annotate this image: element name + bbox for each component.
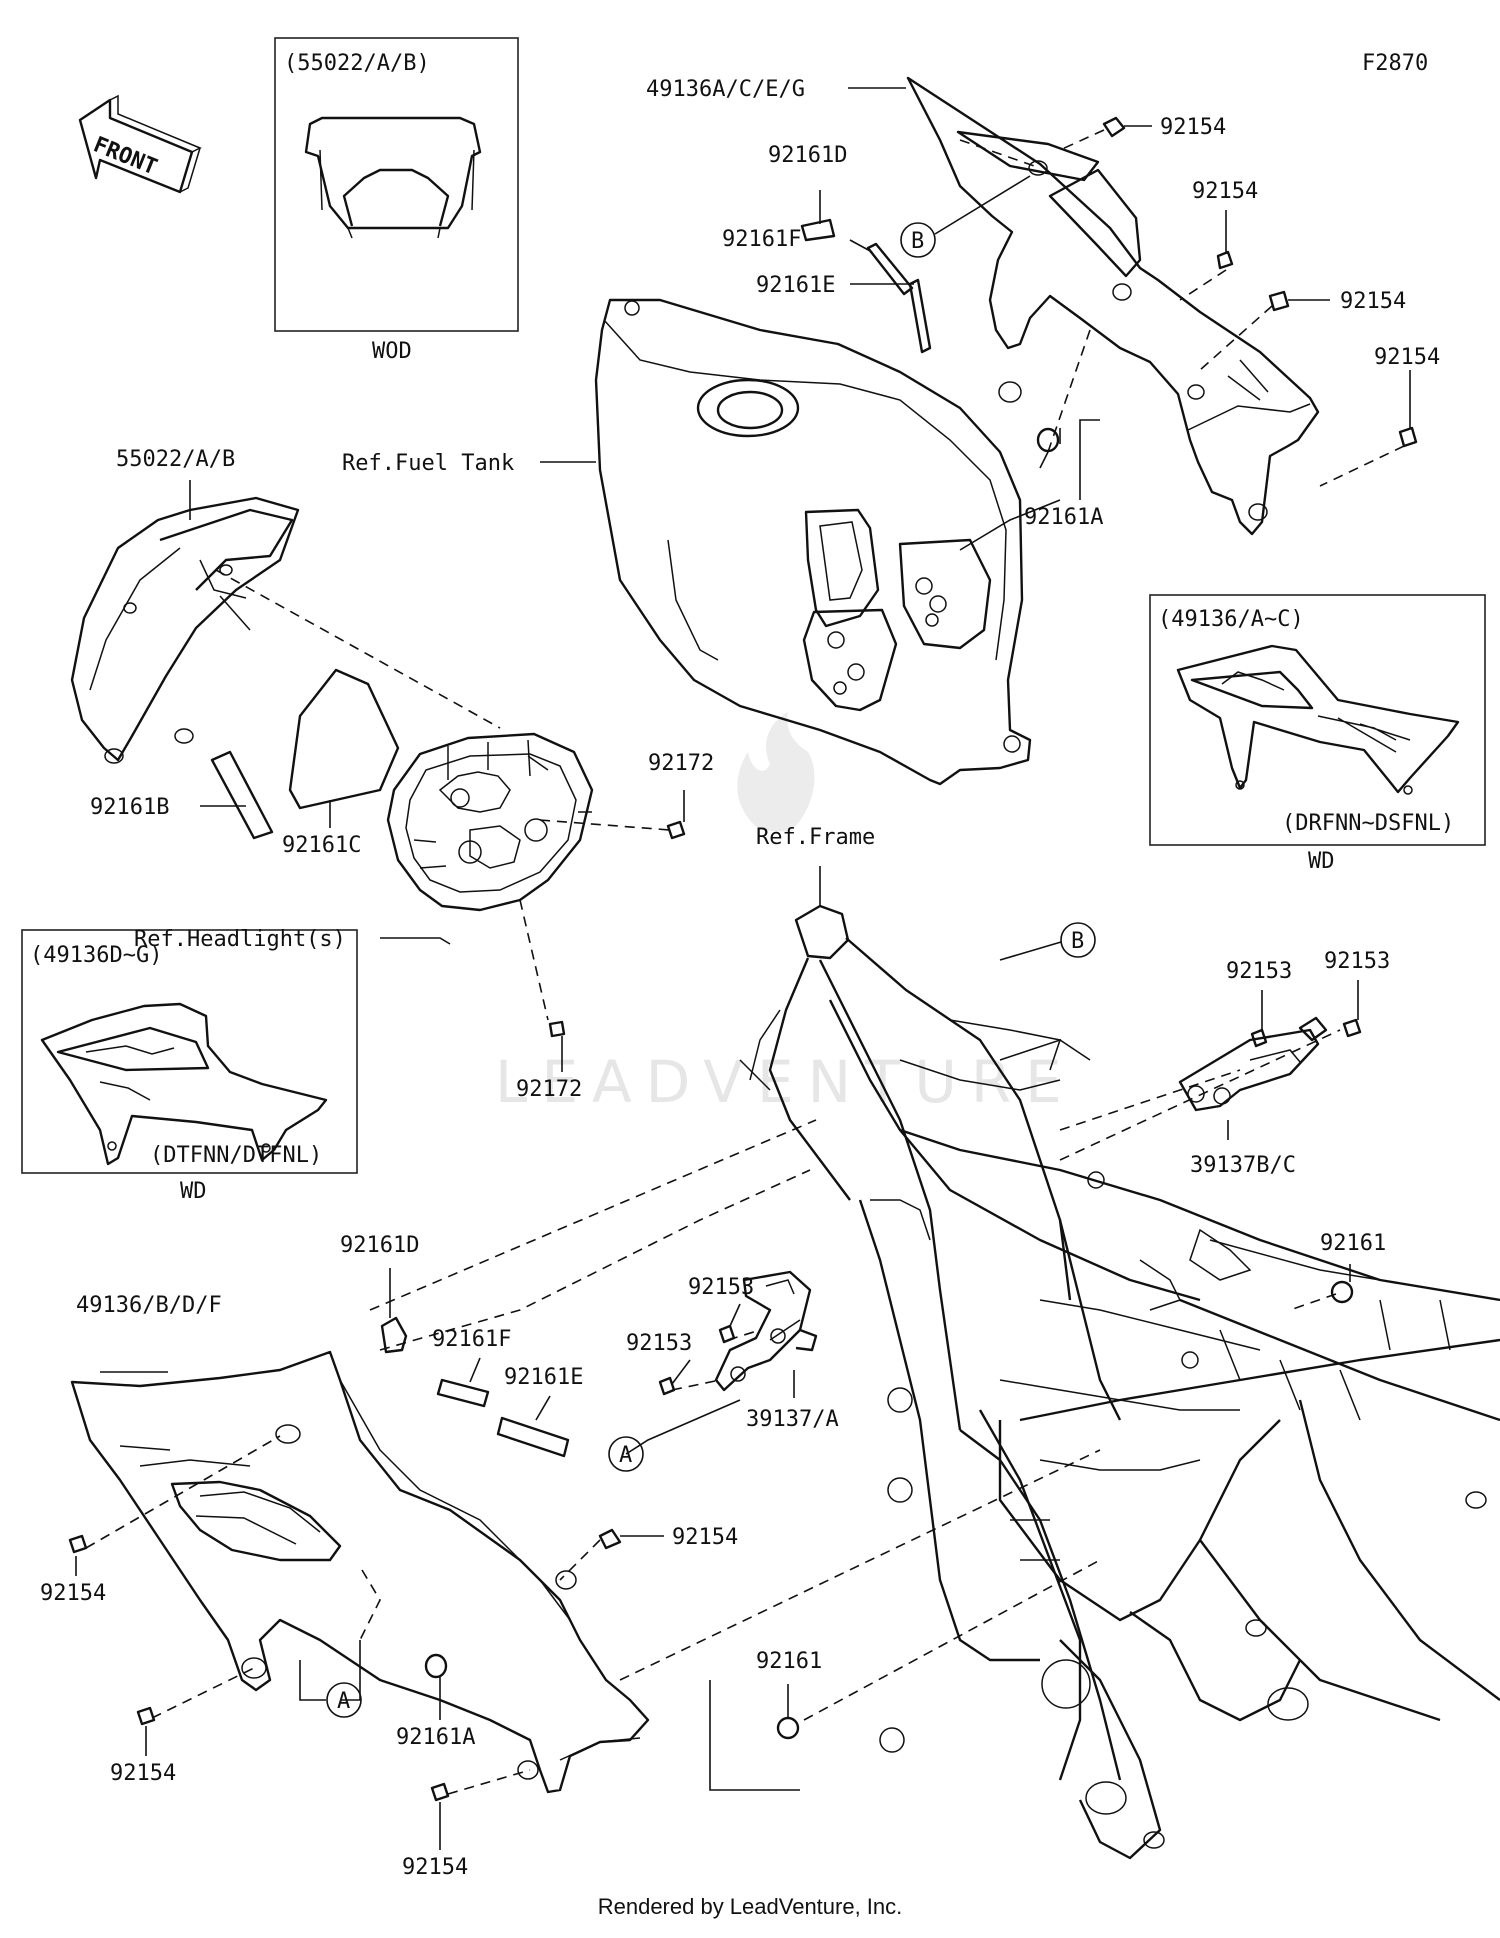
- callout-bolt-92153-left-top: 92153: [688, 1275, 754, 1300]
- marker-b-1: B: [900, 175, 1031, 258]
- callout-bolt-92172-top: 92172: [648, 751, 714, 776]
- svg-text:B: B: [911, 229, 924, 254]
- inset-left-shroud: (49136D~G) (DTFNN/DTFNL) WD: [21, 929, 358, 1204]
- fuel-tank: [594, 298, 1032, 786]
- svg-text:A: A: [337, 1689, 350, 1714]
- callout-grommet-92161-right: 92161: [1320, 1231, 1386, 1256]
- marker-a-2: A: [326, 1682, 362, 1718]
- marker-a-1: A: [608, 1436, 644, 1472]
- bolt-92154-e-icon: [598, 1528, 622, 1550]
- pad-92161b: [210, 750, 274, 840]
- callout-l-shroud: 49136/B/D/F: [76, 1293, 222, 1318]
- grommet-92161-bottom-icon: [776, 1716, 800, 1740]
- pad-92161e-bottom: [496, 1416, 570, 1458]
- callout-r-shroud: 49136A/C/E/G: [646, 77, 805, 102]
- inset-right-shroud-models: (DRFNN~DSFNL): [1282, 811, 1454, 836]
- callout-bolt-92154-f: 92154: [40, 1581, 106, 1606]
- pad-92161f-top: [866, 242, 914, 296]
- pad-92161e-top: [908, 278, 932, 354]
- left-shroud: [70, 1350, 650, 1794]
- callout-pad-92161d-bottom: 92161D: [340, 1233, 419, 1258]
- callout-pad-92161d-top: 92161D: [768, 143, 847, 168]
- callout-bolt-92172-bottom: 92172: [516, 1077, 582, 1102]
- pad-92161f-bottom: [436, 1378, 490, 1408]
- reference-markers: B B A A: [326, 175, 1096, 1718]
- pad-92161d-top: [800, 218, 836, 242]
- callout-ref-headlight: Ref.Headlight(s): [134, 927, 346, 952]
- callout-bolt-92154-d: 92154: [1374, 345, 1440, 370]
- bolt-92154-g-icon: [136, 1706, 156, 1726]
- footer-credit: Rendered by LeadVenture, Inc.: [597, 1894, 903, 1919]
- callouts: 49136A/C/E/G 92154 92154 92154 92154 921…: [40, 77, 1440, 1880]
- windshield: [70, 496, 300, 764]
- bolt-92154-c-icon: [1268, 290, 1290, 312]
- callout-bolt-92153-right-top: 92153: [1324, 949, 1390, 974]
- callout-bolt-92154-c: 92154: [1340, 289, 1406, 314]
- grommet-92161-right-icon: [1330, 1280, 1354, 1304]
- bolt-92172-bottom-icon: [548, 1020, 566, 1038]
- callout-bolt-92154-e: 92154: [672, 1525, 738, 1550]
- callout-grommet-92161a-top: 92161A: [1024, 505, 1103, 530]
- svg-text:A: A: [619, 1443, 632, 1468]
- inset-windshield-parts: (55022/A/B): [284, 51, 430, 76]
- marker-b-2: B: [999, 922, 1096, 961]
- bolt-92172-top-icon: [666, 820, 686, 840]
- headlight: [386, 732, 594, 912]
- front-arrow-icon: FRONT: [78, 94, 202, 194]
- inset-right-shroud-parts: (49136/A~C): [1158, 607, 1304, 632]
- inset-right-shroud-caption: WD: [1308, 849, 1335, 874]
- callout-bolt-92154-g: 92154: [110, 1761, 176, 1786]
- bolt-92154-a-icon: [1102, 116, 1126, 138]
- bolt-92154-f-icon: [68, 1534, 88, 1554]
- pad-92161c: [288, 668, 400, 810]
- callout-pad-92161e-bottom: 92161E: [504, 1365, 583, 1390]
- assembly-lines: [85, 129, 1405, 1795]
- diagram-code: F2870: [1362, 51, 1428, 76]
- pad-92161d-bottom: [380, 1316, 408, 1354]
- bolt-92153-right-icon: [1250, 1028, 1268, 1048]
- callout-ref-frame: Ref.Frame: [756, 825, 875, 850]
- bracket-39137bc: [1178, 1016, 1328, 1112]
- grommet-92161a-bottom-icon: [424, 1653, 448, 1679]
- inset-left-shroud-caption: WD: [180, 1179, 207, 1204]
- callout-pad-92161f-top: 92161F: [722, 227, 801, 252]
- callout-pad-92161e-top: 92161E: [756, 273, 835, 298]
- bolt-92154-h-icon: [430, 1782, 450, 1802]
- callout-bolt-92153-left: 92153: [626, 1331, 692, 1356]
- callout-bolt-92153-right: 92153: [1226, 959, 1292, 984]
- callout-bracket-39137a: 39137/A: [746, 1407, 839, 1432]
- inset-left-shroud-parts: (49136D~G): [30, 943, 162, 968]
- bolt-92154-d-icon: [1398, 426, 1418, 448]
- callout-bolt-92154-a: 92154: [1160, 115, 1226, 140]
- bolt-92153-right-top-icon: [1342, 1018, 1362, 1038]
- callout-grommet-92161-bottom: 92161: [756, 1649, 822, 1674]
- inset-windshield-caption: WOD: [372, 339, 412, 364]
- bolt-92154-b-icon: [1216, 250, 1234, 270]
- frame: [739, 904, 1500, 1860]
- callout-bolt-92154-b: 92154: [1192, 179, 1258, 204]
- svg-text:B: B: [1071, 929, 1084, 954]
- leader-lines: [75, 87, 1411, 1850]
- inset-windshield: (55022/A/B) WOD: [274, 37, 519, 364]
- callout-bolt-92154-h: 92154: [402, 1855, 468, 1880]
- callout-pad-92161c: 92161C: [282, 833, 361, 858]
- callout-grommet-92161a-bottom: 92161A: [396, 1725, 475, 1750]
- watermark-text: LEADVENTURE: [495, 1048, 1076, 1116]
- bracket-39137a: [714, 1270, 818, 1392]
- watermark: LEADVENTURE: [495, 712, 1076, 1116]
- inset-right-shroud: (49136/A~C) (DRFNN~DSFNL) WD: [1149, 594, 1486, 874]
- callout-pad-92161f-bottom: 92161F: [432, 1327, 511, 1352]
- right-shroud: [906, 76, 1320, 536]
- front-arrow-text: FRONT: [90, 132, 161, 180]
- inset-left-shroud-models: (DTFNN/DTFNL): [150, 1143, 322, 1168]
- callout-bracket-39137bc: 39137B/C: [1190, 1153, 1296, 1178]
- callout-ref-fuel-tank: Ref.Fuel Tank: [342, 451, 514, 476]
- hardware: [68, 116, 1418, 1802]
- bolt-92153-left-icon: [658, 1376, 676, 1396]
- callout-pad-92161b: 92161B: [90, 795, 169, 820]
- callout-windshield: 55022/A/B: [116, 447, 235, 472]
